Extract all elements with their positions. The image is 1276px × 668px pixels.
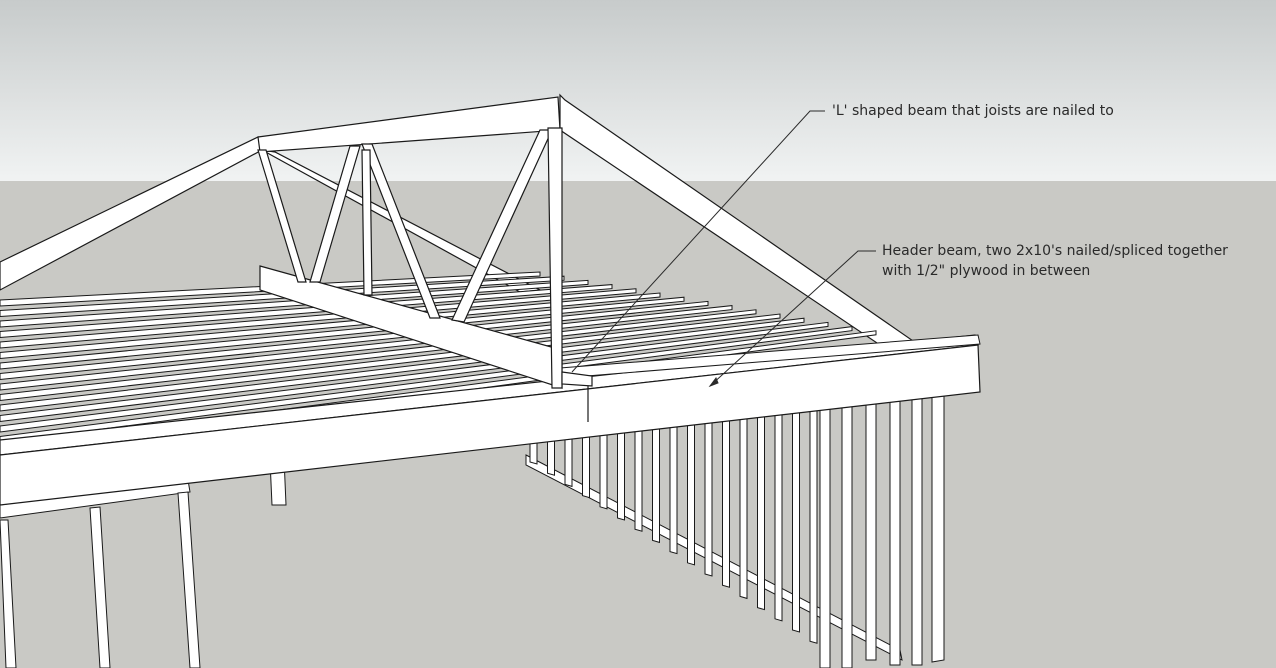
- left-wall-frame: [0, 457, 287, 668]
- beam-annotation: 'L' shaped beam that joists are nailed t…: [832, 103, 1114, 119]
- floor-joist: [0, 284, 613, 339]
- wall-stud: [722, 399, 730, 588]
- floor-joist: [0, 292, 661, 360]
- header-annotation-line1: Header beam, two 2x10's nailed/spliced t…: [882, 243, 1228, 259]
- wall-stud: [809, 386, 818, 644]
- wall-stud: [669, 407, 678, 555]
- wall-stud: [739, 397, 748, 600]
- leader-lines: [571, 110, 876, 388]
- wall-stud: [687, 405, 695, 566]
- floor-joist: [0, 326, 853, 444]
- wall-stud: [792, 389, 800, 633]
- floor-joist: [0, 288, 637, 349]
- wall-stud: [652, 410, 660, 544]
- header-beam-annotation: Header beam, two 2x10's nailed/spliced t…: [882, 241, 1228, 281]
- wall-stud: [757, 394, 765, 611]
- wall-stud: [704, 402, 713, 577]
- floor-joist: [0, 279, 589, 328]
- wall-stud: [774, 392, 783, 622]
- header-annotation-line2: with 1/2" plywood in between: [882, 263, 1091, 279]
- roof-truss: [257, 96, 593, 389]
